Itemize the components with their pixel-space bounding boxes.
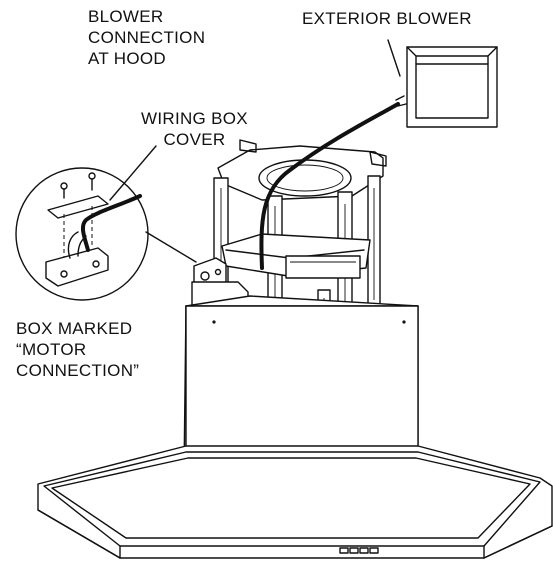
screw-hole <box>212 320 216 324</box>
box-marked-label-line: CONNECTION” <box>16 361 140 380</box>
box-marked-label: BOX MARKED “MOTOR CONNECTION” <box>16 318 139 381</box>
blower-connection-label-line: BLOWER <box>88 7 164 26</box>
hood-canopy <box>37 445 553 559</box>
blower-connection-label: BLOWER CONNECTION AT HOOD <box>88 6 205 69</box>
wire-end-strands <box>395 95 407 107</box>
blower-connection-label-line: CONNECTION <box>88 28 206 47</box>
power-wire <box>259 102 400 270</box>
exterior-blower-label: EXTERIOR BLOWER <box>302 9 472 28</box>
box-marked-label-line: BOX MARKED <box>16 319 133 338</box>
control-panel <box>339 547 379 554</box>
blower-connection-label-line: AT HOOD <box>88 49 166 68</box>
wiring-box-cover-label: WIRING BOX COVER <box>141 108 248 150</box>
exterior-blower-leader <box>387 39 401 77</box>
cover-label-leader <box>109 145 157 201</box>
detail-leader <box>145 231 197 263</box>
wiring-box-cover-label-line: WIRING BOX <box>141 109 248 128</box>
wiring-box-cover-label-line: COVER <box>163 130 226 149</box>
exterior-blower-unit <box>406 46 498 128</box>
box-marked-label-line: “MOTOR <box>16 340 87 359</box>
wiring-detail-circle <box>15 167 149 301</box>
screw-hole <box>402 320 406 324</box>
